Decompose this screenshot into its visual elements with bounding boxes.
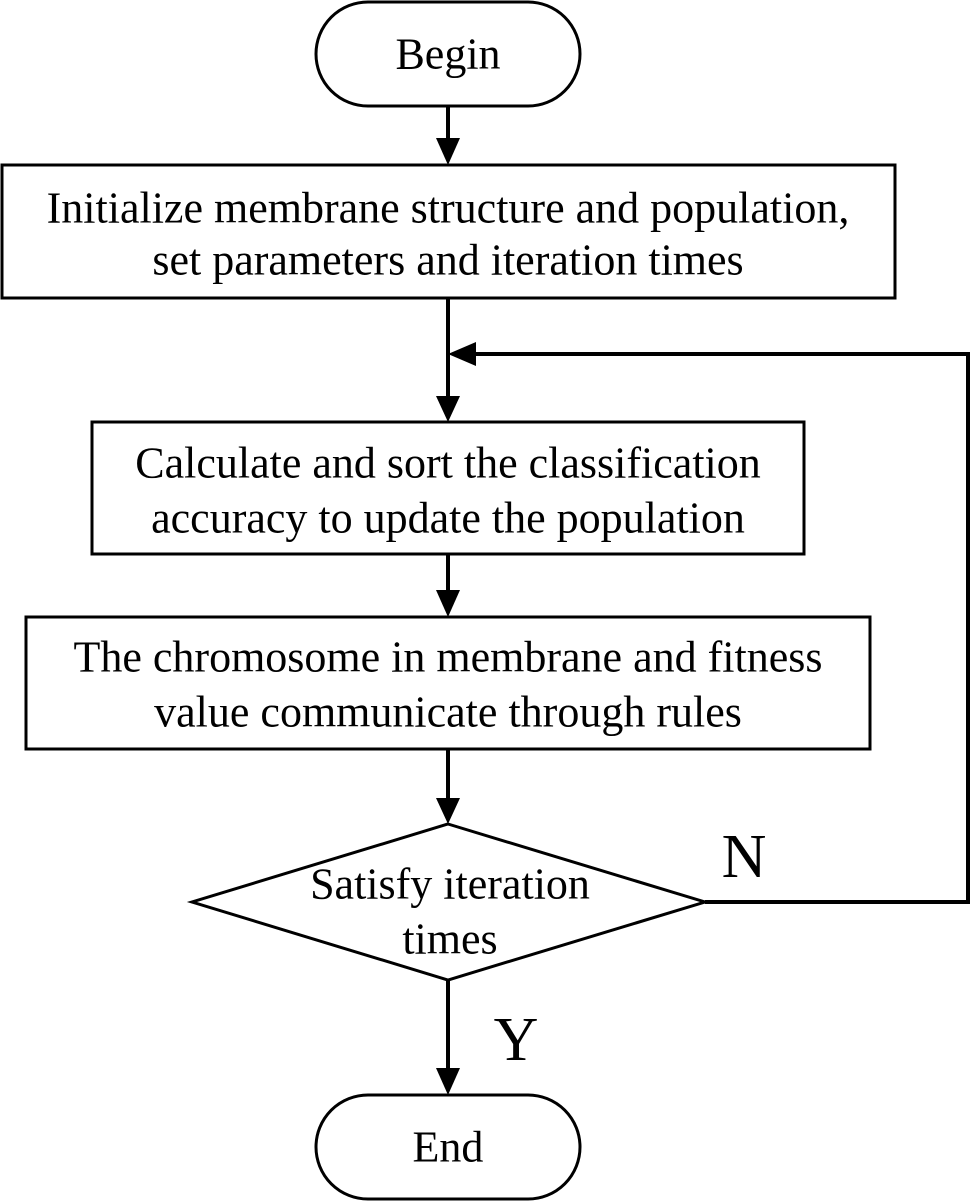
- connector-initialize-to-calculate: [436, 298, 460, 422]
- end-shape: [314, 1093, 582, 1201]
- end-terminal: End: [314, 1093, 582, 1201]
- no-branch-label: N: [722, 823, 767, 891]
- decision-text-line-2: times: [402, 915, 497, 964]
- calculate-process: Calculate and sort the classification ac…: [90, 420, 806, 556]
- connector-communicate-to-decision: [436, 749, 460, 824]
- arrowhead: [436, 590, 460, 617]
- calculate-text-line-2: accuracy to update the population: [151, 494, 745, 543]
- end-label: End: [413, 1123, 484, 1172]
- arrowhead: [436, 1068, 460, 1095]
- communicate-process: The chromosome in membrane and fitness v…: [24, 615, 872, 751]
- connector-calculate-to-communicate: [436, 554, 460, 617]
- initialize-process: Initialize membrane structure and popula…: [0, 163, 897, 300]
- initialize-text-line-2: set parameters and iteration times: [152, 236, 743, 285]
- communicate-box: [24, 615, 872, 751]
- arrowhead: [436, 138, 460, 165]
- initialize-text-line-1: Initialize membrane structure and popula…: [47, 184, 850, 233]
- decision-text-line-1: Satisfy iteration: [310, 860, 590, 909]
- communicate-text-line-1: The chromosome in membrane and fitness: [73, 633, 822, 682]
- decision-node: Satisfy iteration times: [186, 822, 711, 982]
- arrowhead: [436, 798, 460, 824]
- initialize-box: [0, 163, 897, 300]
- connector-no-loop-back: [448, 342, 970, 904]
- yes-branch-label: Y: [494, 1006, 539, 1074]
- connector-begin-to-initialize: [436, 106, 460, 165]
- arrowhead: [448, 342, 476, 366]
- begin-terminal: Begin: [314, 0, 582, 108]
- arrowhead: [436, 396, 460, 422]
- connector-decision-to-end: [436, 980, 460, 1095]
- calculate-text-line-1: Calculate and sort the classification: [135, 439, 761, 488]
- communicate-text-line-2: value communicate through rules: [154, 688, 742, 737]
- begin-label: Begin: [395, 30, 500, 79]
